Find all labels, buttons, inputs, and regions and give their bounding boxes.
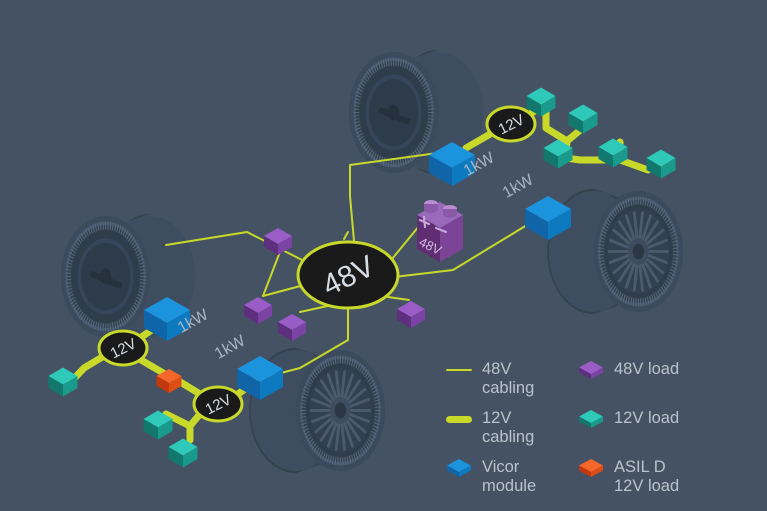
purple-cube-swatch-icon xyxy=(578,360,604,380)
legend-item-48v-load: 48V load xyxy=(578,360,756,380)
vicor-module-3 xyxy=(144,297,190,341)
load-12v-7 xyxy=(143,410,173,440)
legend-item-asil-d-12v-load: ASIL D 12V load xyxy=(578,458,756,496)
load-12v-2 xyxy=(568,104,598,134)
thick-line-swatch-icon xyxy=(446,409,472,429)
load-asil-d-12v-1 xyxy=(156,369,182,393)
blue-cube-swatch-icon xyxy=(446,458,472,478)
legend-label-48v-cabling: 48V cabling xyxy=(482,360,535,397)
vicor-module-1 xyxy=(429,142,475,186)
cable-48v-hub-to-front-left xyxy=(165,231,305,262)
legend-label-12v-load: 12V load xyxy=(614,409,680,427)
load-48v-4 xyxy=(397,301,425,328)
cable-48v-layer xyxy=(165,151,546,379)
load-12v-6 xyxy=(48,367,78,397)
converter-node-12v-1[interactable]: 12V xyxy=(485,105,537,143)
wheel-front-right xyxy=(348,49,484,176)
legend: 48V cabling 48V load 12V cabling 12V loa… xyxy=(446,360,756,495)
load-12v-4 xyxy=(598,138,628,168)
orange-cube-swatch-icon xyxy=(578,458,604,478)
components-layer: 48V xyxy=(48,87,676,468)
legend-label-vicor-module: Vicor module xyxy=(482,458,537,495)
teal-cube-swatch-icon xyxy=(578,409,604,429)
legend-label-asil-d-line2: 12V load xyxy=(614,477,680,495)
legend-item-vicor-module: Vicor module xyxy=(446,458,564,496)
converter-node-12v-2[interactable]: 12V xyxy=(97,329,149,367)
legend-label-asil-d-line1: ASIL D xyxy=(614,458,666,476)
load-12v-3 xyxy=(543,139,573,169)
cable-12v-node-rl-to-asil xyxy=(137,356,169,378)
cable-48v-hub-to-front-right xyxy=(349,151,446,242)
battery-48v: 48V xyxy=(417,200,463,262)
cable-48v-hub-to-rear-right xyxy=(393,213,546,278)
legend-label-48v-load: 48V load xyxy=(614,360,680,378)
load-48v-1 xyxy=(264,228,292,255)
cable-12v-module-to-node-fr xyxy=(462,129,496,152)
load-48v-2 xyxy=(244,297,272,324)
cable-48v-hub-up-stub xyxy=(343,231,349,240)
vicor-module-4 xyxy=(237,356,283,400)
hub-node-48v[interactable]: 48V xyxy=(296,240,400,310)
voltage-nodes-layer: 48V 12V 12V 12V xyxy=(97,105,537,423)
cable-48v-hub-to-load-a xyxy=(262,284,305,297)
legend-item-12v-load: 12V load xyxy=(578,409,756,429)
thin-line-swatch-icon xyxy=(446,360,472,380)
legend-item-48v-cabling: 48V cabling xyxy=(446,360,564,398)
vicor-module-2 xyxy=(525,196,571,240)
load-12v-1 xyxy=(526,87,556,117)
cable-48v-hub-to-load-c xyxy=(387,296,410,301)
load-12v-8 xyxy=(168,438,198,468)
legend-label-asil-d-12v-load: ASIL D 12V load xyxy=(614,458,679,496)
legend-item-12v-cabling: 12V cabling xyxy=(446,409,564,447)
converter-node-12v-3[interactable]: 12V xyxy=(192,385,244,423)
legend-label-12v-cabling: 12V cabling xyxy=(482,409,535,446)
load-12v-5 xyxy=(646,149,676,179)
load-48v-3 xyxy=(278,314,306,341)
cable-12v-node-rr-out-b xyxy=(162,410,194,430)
